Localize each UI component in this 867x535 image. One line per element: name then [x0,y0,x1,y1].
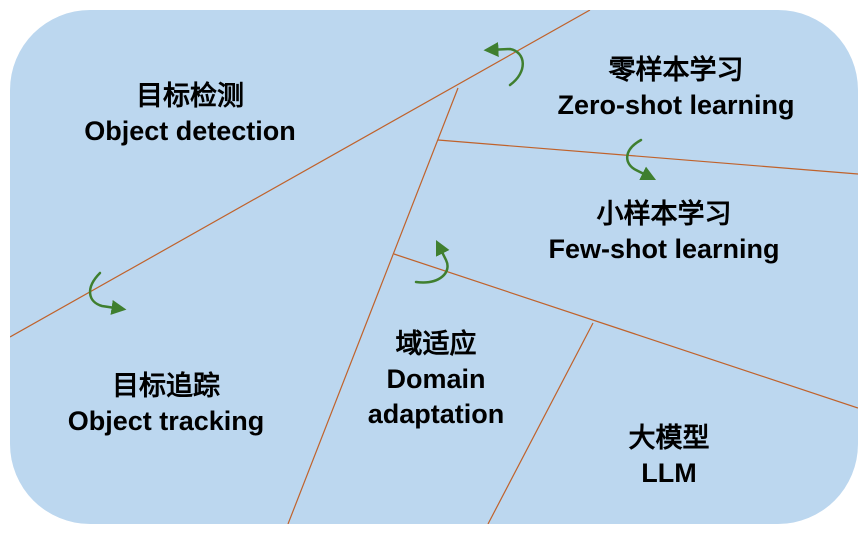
arrow-zero-shot-to-few-shot-icon [626,138,657,181]
arrow-detection-to-zero-shot-icon [483,42,524,87]
few-shot-en: Few-shot learning [548,234,780,264]
region-domain-adaptation: 域适应 Domain adaptation [368,327,505,432]
divider-few-llm [393,253,858,409]
arrow-domain-to-few-shot-icon [414,239,450,284]
divider-domain-llm [487,322,594,524]
region-few-shot-learning: 小样本学习 Few-shot learning [548,197,779,267]
domain-adaptation-zh: 域适应 [395,329,477,360]
region-llm: 大模型 LLM [629,421,710,491]
zero-shot-zh: 零样本学习 [608,55,744,86]
domain-adaptation-en-line1: Domain [386,364,486,394]
object-tracking-en: Object tracking [67,406,265,436]
llm-en: LLM [641,458,697,488]
divider-center-left [287,87,459,524]
divider-main-diagonal [10,10,591,338]
object-detection-zh: 目标检测 [136,81,244,112]
object-detection-en: Object detection [84,116,296,146]
llm-zh: 大模型 [628,423,710,454]
region-zero-shot-learning: 零样本学习 Zero-shot learning [557,53,794,123]
arrow-detection-to-tracking-icon [88,271,127,315]
object-tracking-zh: 目标追踪 [112,371,220,402]
few-shot-zh: 小样本学习 [596,199,732,230]
region-object-detection: 目标检测 Object detection [84,79,296,149]
zero-shot-en: Zero-shot learning [557,90,795,120]
domain-adaptation-en-line2: adaptation [367,399,505,429]
divider-zero-few [437,139,858,175]
region-object-tracking: 目标追踪 Object tracking [68,369,265,439]
